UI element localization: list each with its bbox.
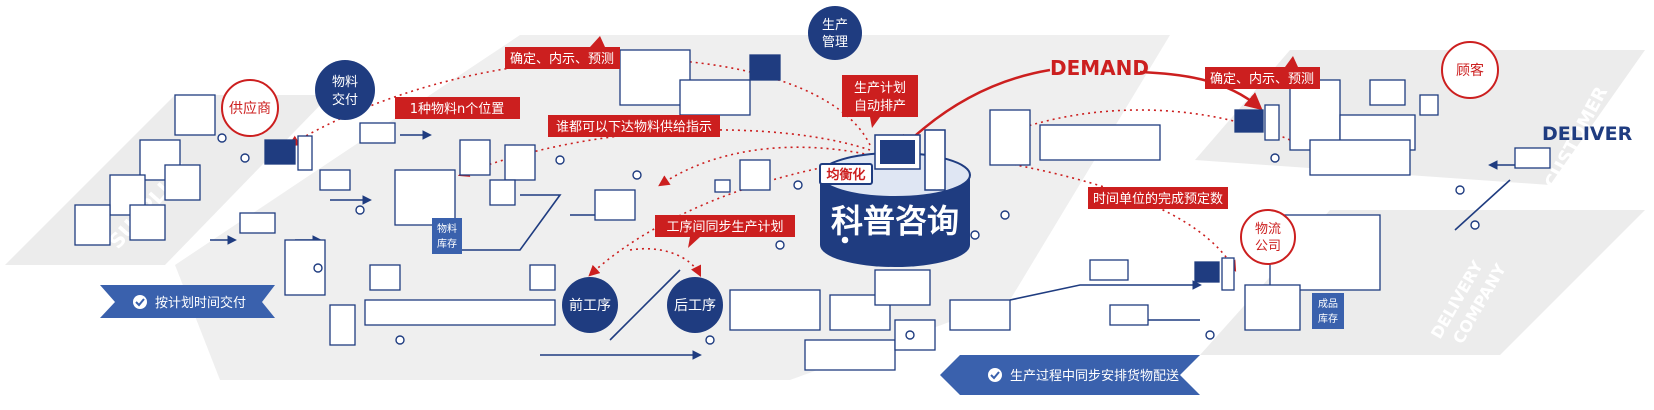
svg-text:自动排产: 自动排产 [854, 99, 906, 114]
deliver-label: DELIVER [1542, 123, 1633, 145]
check-icon [990, 371, 1000, 380]
center-title: 科普咨询 [831, 202, 959, 240]
tag-finished-inventory: 成品 库存 [1312, 293, 1344, 329]
bubble-production-mgmt: 生产 管理 [808, 6, 862, 60]
svg-text:确定、内示、预测: 确定、内示、预测 [510, 51, 614, 67]
svg-text:生产: 生产 [822, 18, 848, 33]
svg-text:物料: 物料 [332, 75, 358, 90]
svg-text:谁都可以下达物料供给指示: 谁都可以下达物料供给指示 [556, 120, 712, 135]
label-production-plan: 生产计划 自动排产 [842, 75, 918, 128]
bubble-front-process: 前工序 [562, 277, 618, 333]
check-icon [135, 298, 145, 307]
label-time-unit-completion: 时间单位的完成预定数 [1088, 187, 1228, 209]
banner-sync-delivery: 生产过程中同步安排货物配送 [940, 355, 1200, 395]
svg-text:公司: 公司 [1255, 239, 1281, 254]
bubble-material-delivery: 物料 交付 [315, 60, 375, 120]
svg-text:供应商: 供应商 [229, 100, 271, 117]
svg-text:物流: 物流 [1255, 222, 1281, 237]
bubble-logistics: 物流 公司 [1240, 209, 1296, 265]
svg-text:交付: 交付 [332, 92, 358, 108]
center-drum: 科普咨询 [819, 129, 971, 267]
svg-text:1种物料n个位置: 1种物料n个位置 [410, 102, 505, 117]
leveling-tag: 均衡化 [819, 163, 873, 185]
equipment [74, 49, 1551, 371]
label-anyone-can-instruct: 谁都可以下达物料供给指示 [548, 115, 720, 137]
svg-text:库存: 库存 [437, 237, 457, 250]
svg-text:前工序: 前工序 [569, 297, 611, 314]
sync-delivery-text: 生产过程中同步安排货物配送 [1010, 368, 1179, 384]
bubble-back-process: 后工序 [667, 277, 723, 333]
svg-text:时间单位的完成预定数: 时间单位的完成预定数 [1093, 191, 1223, 207]
label-confirm-forecast-right: 确定、内示、预测 [1205, 56, 1320, 89]
svg-text:工序间同步生产计划: 工序间同步生产计划 [666, 220, 783, 235]
people [217, 133, 1480, 345]
deliver-on-schedule-text: 按计划时间交付 [155, 295, 246, 311]
svg-text:成品: 成品 [1318, 298, 1338, 310]
label-process-sync: 工序间同步生产计划 [655, 215, 795, 248]
label-one-material-n-locations: 1种物料n个位置 [395, 97, 520, 119]
svg-text:库存: 库存 [1318, 312, 1338, 325]
bubble-customer: 顾客 [1441, 41, 1499, 99]
svg-text:确定、内示、预测: 确定、内示、预测 [1210, 71, 1314, 87]
bubble-supplier: 供应商 [221, 79, 279, 137]
svg-text:均衡化: 均衡化 [826, 167, 865, 183]
svg-text:生产计划: 生产计划 [854, 81, 906, 96]
tag-material-inventory: 物料 库存 [432, 218, 462, 254]
svg-text:顾客: 顾客 [1456, 62, 1484, 79]
svg-text:后工序: 后工序 [674, 298, 716, 314]
demand-label: DEMAND [1050, 56, 1149, 80]
svg-text:物料: 物料 [437, 222, 457, 235]
label-confirm-forecast-left: 确定、内示、预测 [505, 36, 620, 69]
svg-text:管理: 管理 [822, 35, 848, 50]
banner-deliver-on-schedule: 按计划时间交付 [100, 285, 275, 318]
